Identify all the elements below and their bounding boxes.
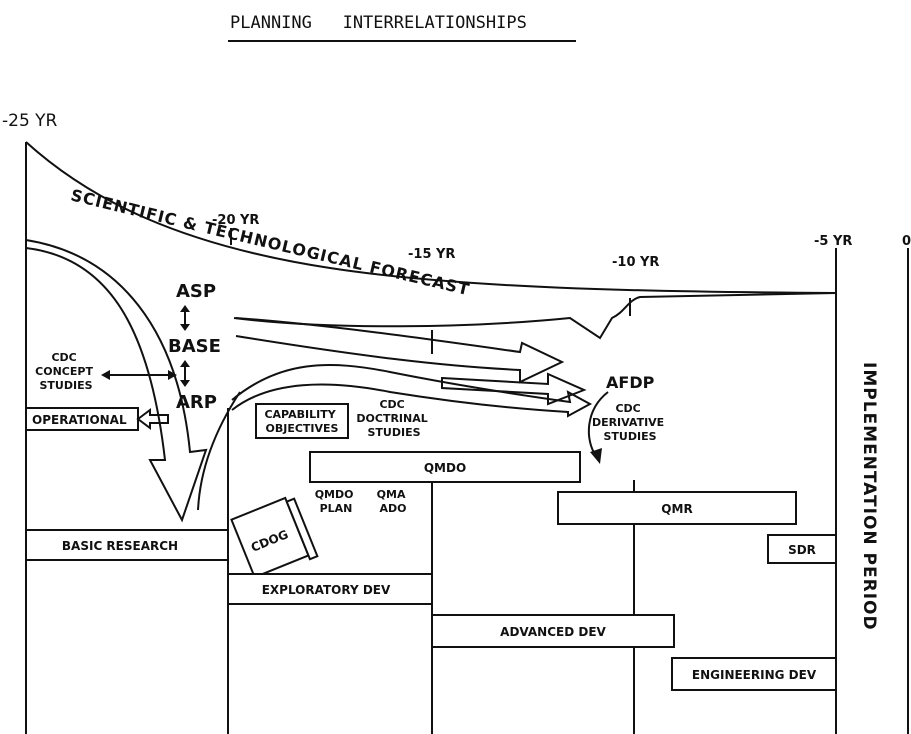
page-title: PLANNING INTERRELATIONSHIPS (230, 13, 527, 33)
operational-label: OPERATIONAL (32, 413, 127, 427)
forecast-label: SCIENTIFIC & TECHNOLOGICAL FORECAST (69, 185, 472, 299)
engineering-dev-label: ENGINEERING DEV (692, 668, 817, 682)
qmr-label: QMR (661, 502, 692, 516)
operational-arrow (138, 410, 168, 428)
sdr-label: SDR (788, 543, 816, 557)
middle-arrow (442, 374, 584, 404)
basic-research-label: BASIC RESEARCH (62, 539, 178, 553)
tick-label-10: -10 YR (612, 255, 659, 270)
tick-label-5: -5 YR (814, 234, 852, 249)
tick-label-15: -15 YR (408, 247, 455, 262)
edge-mark: 0 (902, 234, 911, 249)
start-year-label: -25 YR (2, 111, 58, 131)
base-label: BASE (168, 336, 221, 357)
forecast-lower-curve (234, 293, 836, 338)
qmdo-plan-label: QMDO PLAN (315, 488, 358, 515)
qma-ado-label: QMA ADO (377, 488, 410, 515)
forecast-to-qmdo-arrow (236, 318, 562, 382)
qmdo-label: QMDO (424, 461, 466, 475)
cdc-concept-studies: CDC CONCEPT STUDIES (35, 351, 97, 392)
cdc-doctrinal-studies: CDC DOCTRINAL STUDIES (356, 398, 431, 439)
implementation-period-label: IMPLEMENTATION PERIOD (859, 362, 879, 631)
exploratory-dev-label: EXPLORATORY DEV (262, 583, 391, 597)
advanced-dev-label: ADVANCED DEV (500, 625, 606, 639)
asp-label: ASP (176, 281, 216, 302)
cdc-derivative-studies: CDC DERIVATIVE STUDIES (592, 402, 668, 443)
cdog-book-icon: CDOG (231, 495, 317, 581)
capability-objectives-label: CAPABILITY OBJECTIVES (264, 408, 339, 435)
arp-label: ARP (176, 392, 217, 413)
afdp-label: AFDP (606, 373, 655, 392)
